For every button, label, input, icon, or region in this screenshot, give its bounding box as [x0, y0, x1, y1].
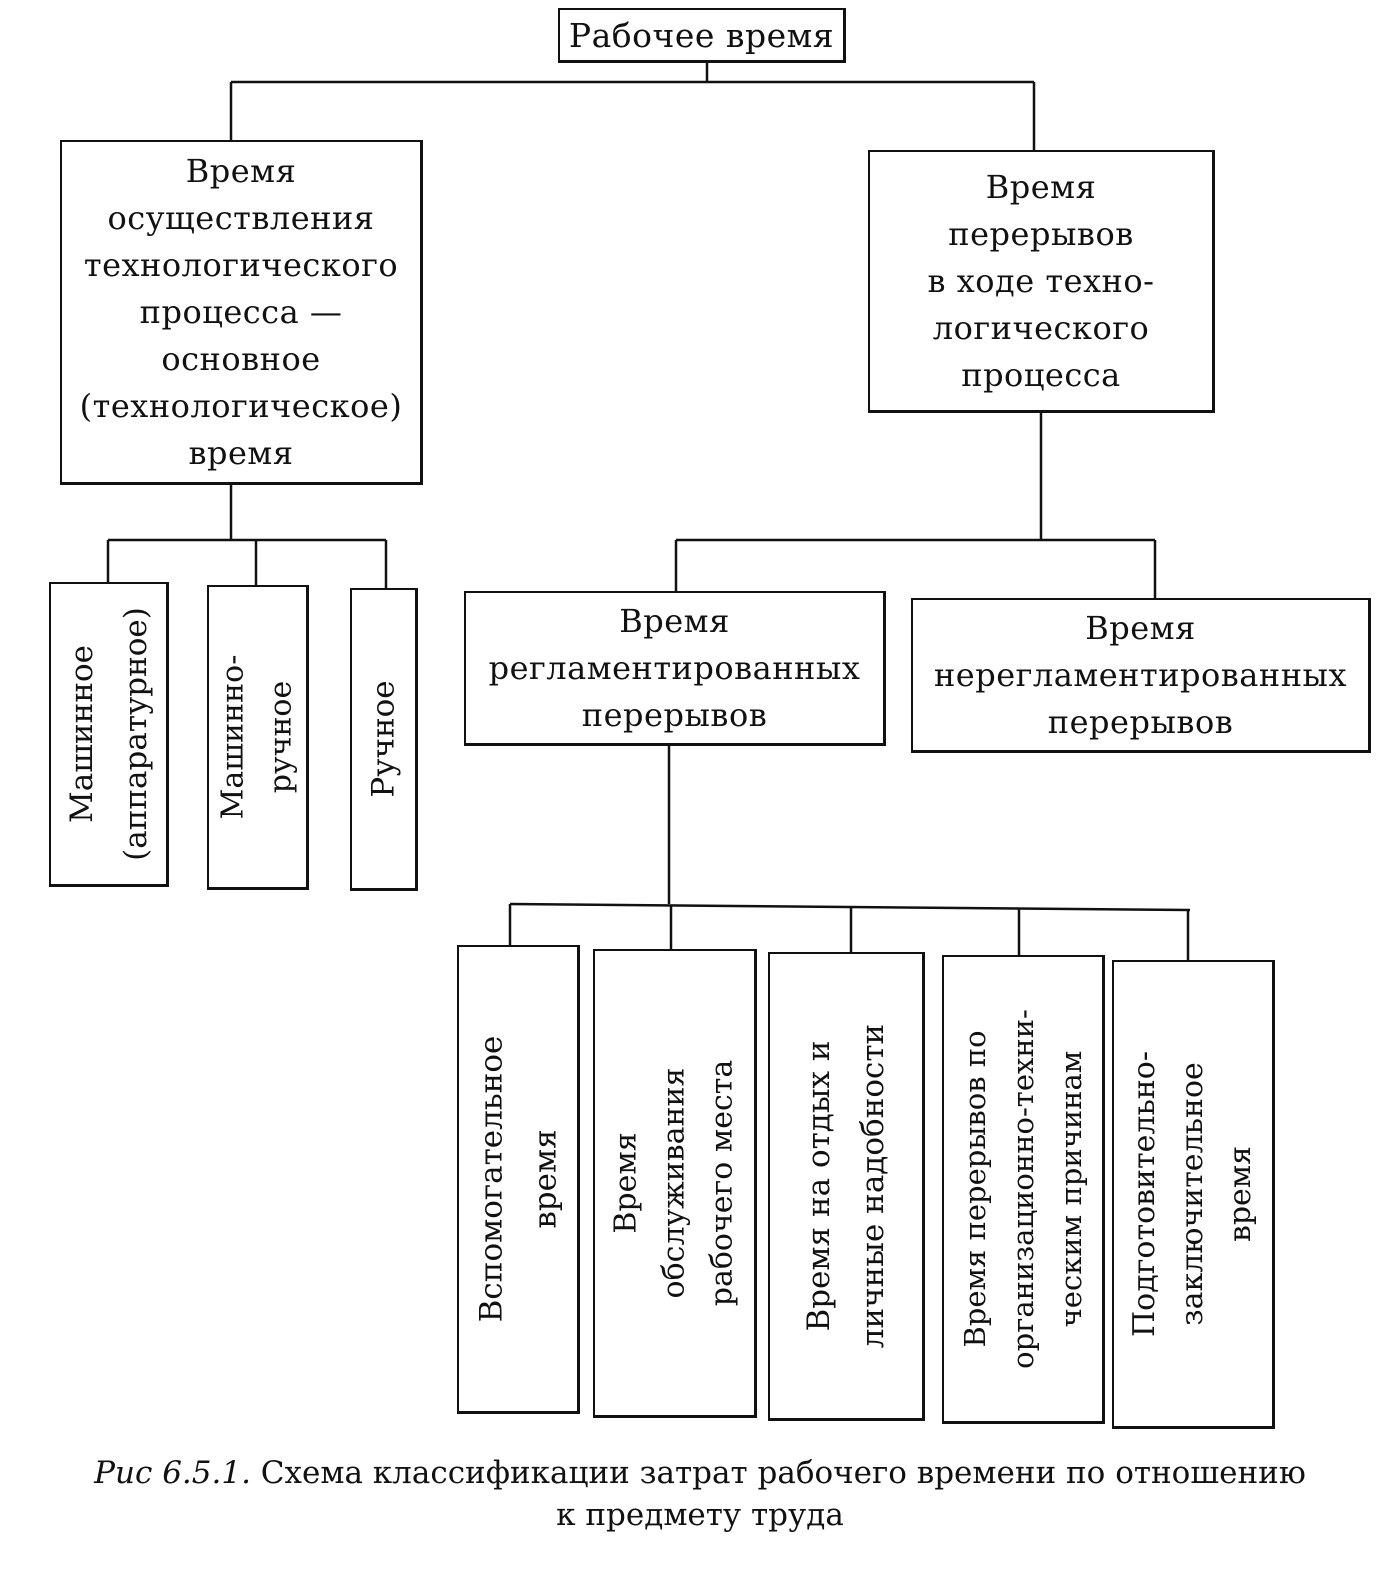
- break-time-line-1: Время: [985, 167, 1097, 206]
- rest-line-1: Время на отдых и: [801, 1040, 838, 1332]
- tech-time-line-6: (технологическое): [79, 386, 403, 425]
- org-tech-line-2: организационно-техни-: [1006, 1009, 1041, 1369]
- figure-caption: Рис 6.5.1. Схема классификации затрат ра…: [30, 1452, 1370, 1536]
- regulated-line-1: Время: [619, 601, 730, 640]
- node-org-tech-breaks: Время перерывов по организационно-техни-…: [942, 955, 1105, 1424]
- tech-time-line-5: основное: [161, 339, 321, 378]
- rest-line-2: личные надобности: [855, 1023, 892, 1349]
- regulated-line-2: регламентированных: [488, 648, 861, 687]
- node-auxiliary-time: Вспомогательное время: [457, 945, 580, 1414]
- caption-text: Схема классификации затрат рабочего врем…: [250, 1455, 1306, 1491]
- node-machine-manual: Машинно- ручное: [207, 585, 309, 890]
- node-break-time: Время перерывов в ходе техно- логическог…: [868, 150, 1215, 413]
- break-time-line-2: перерывов: [948, 214, 1134, 253]
- node-manual: Ручное: [350, 588, 418, 891]
- node-rest-time: Время на отдых и личные надобности: [768, 952, 925, 1421]
- machine-line-2: (аппаратурное): [117, 607, 154, 861]
- break-time-line-3: в ходе техно-: [927, 261, 1155, 300]
- node-workplace-service-time: Время обслуживания рабочего места: [593, 949, 757, 1418]
- auxiliary-line-2: время: [527, 1129, 563, 1229]
- machine-line-1: Машинное: [63, 644, 100, 824]
- unregulated-line-3: перерывов: [1047, 702, 1234, 741]
- service-line-2: обслуживания: [656, 1067, 692, 1299]
- tech-time-line-2: осуществления: [107, 198, 375, 237]
- manual-line-1: Ручное: [365, 680, 402, 798]
- caption-label: Рис 6.5.1.: [94, 1455, 251, 1491]
- node-prep-final-time: Подготовительно- заключительное время: [1112, 960, 1275, 1429]
- node-machine: Машинное (аппаратурное): [49, 582, 169, 887]
- tech-time-line-3: технологического: [83, 245, 399, 284]
- node-technological-process-time: Время осуществления технологического про…: [60, 140, 423, 485]
- service-line-3: рабочего места: [704, 1059, 740, 1307]
- service-line-1: Время: [608, 1132, 644, 1234]
- root-node-working-time: Рабочее время: [558, 8, 846, 63]
- tech-time-line-1: Время: [185, 151, 297, 190]
- tech-time-line-4: процесса —: [139, 292, 343, 331]
- tech-time-line-7: время: [188, 433, 294, 472]
- break-time-line-5: процесса: [961, 355, 1121, 394]
- org-tech-line-1: Время перерывов по: [958, 1030, 993, 1348]
- node-unregulated-breaks: Время нерегламентированных перерывов: [911, 598, 1371, 753]
- prep-final-line-3: время: [1223, 1145, 1259, 1243]
- auxiliary-line-1: Вспомогательное: [473, 1035, 509, 1323]
- unregulated-line-2: нерегламентированных: [933, 655, 1348, 694]
- prep-final-line-2: заключительное: [1175, 1062, 1211, 1326]
- node-regulated-breaks: Время регламентированных перерывов: [464, 591, 886, 746]
- caption-line-1: Рис 6.5.1. Схема классификации затрат ра…: [30, 1452, 1370, 1494]
- prep-final-line-1: Подготовительно-: [1127, 1051, 1163, 1337]
- root-label: Рабочее время: [568, 15, 835, 55]
- org-tech-line-3: ческим причинам: [1054, 1050, 1089, 1328]
- machine-manual-line-2: ручное: [263, 680, 299, 794]
- regulated-line-3: перерывов: [581, 695, 768, 734]
- caption-line-2: к предмету труда: [556, 1497, 844, 1533]
- machine-manual-line-1: Машинно-: [215, 654, 251, 820]
- break-time-line-4: логического: [932, 308, 1150, 347]
- unregulated-line-1: Время: [1085, 608, 1196, 647]
